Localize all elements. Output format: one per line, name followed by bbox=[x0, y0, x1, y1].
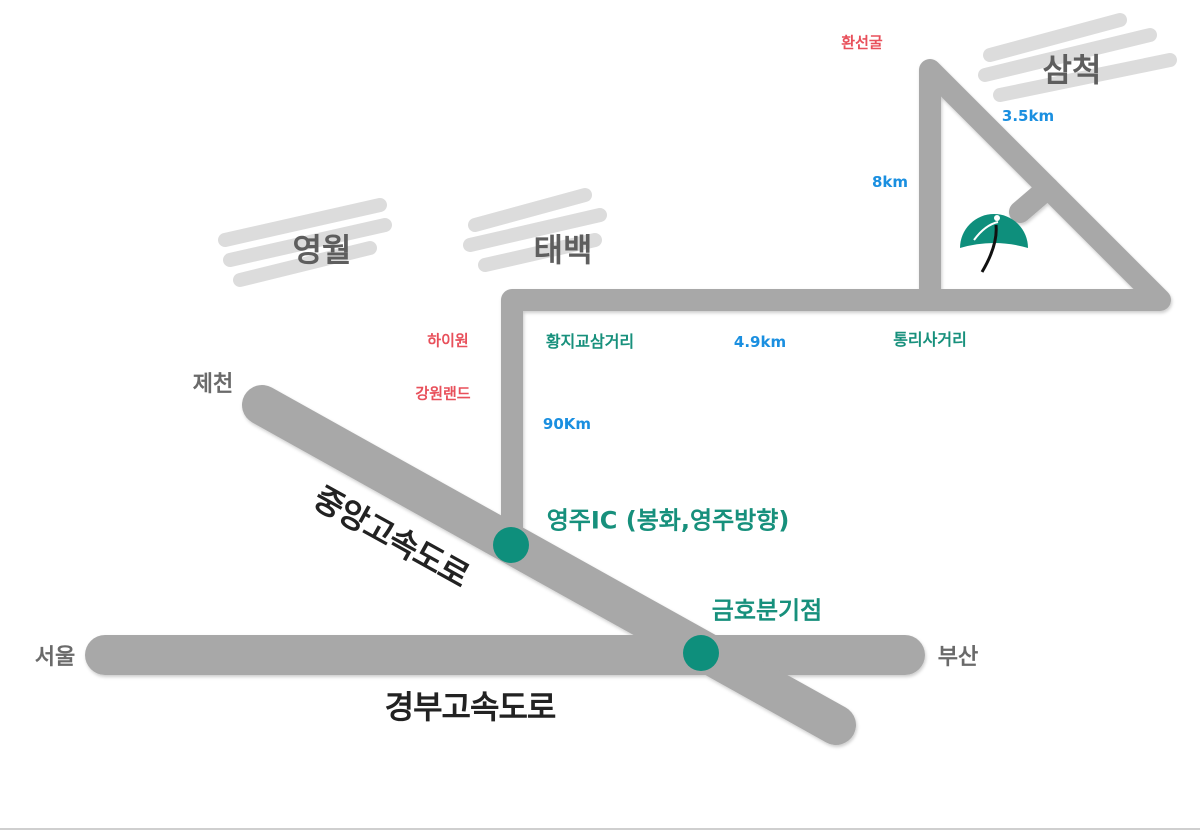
poi-kangwonland: 강원랜드 bbox=[415, 384, 471, 403]
access-spur-road bbox=[1009, 177, 1059, 223]
distance-label: 4.9km bbox=[733, 333, 787, 351]
city-jecheon: 제천 bbox=[192, 372, 234, 397]
city-seoul: 서울 bbox=[34, 645, 76, 670]
poi-high1: 하이원 bbox=[427, 331, 469, 350]
distance-label: 3.5km bbox=[1001, 107, 1055, 125]
distance-label: 8km bbox=[871, 173, 909, 191]
gyeongbu-highway-label: 경부고속도로 bbox=[384, 688, 557, 726]
distance-label: 90Km bbox=[542, 415, 592, 433]
region-yeongwol: 영월 bbox=[292, 231, 352, 269]
tongri-junction-label: 통리사거리 bbox=[893, 330, 967, 349]
geumho-junction-marker bbox=[683, 635, 719, 671]
jungang-highway-road bbox=[242, 385, 856, 745]
poi-hwanseongul: 환선굴 bbox=[841, 33, 883, 52]
city-busan: 부산 bbox=[937, 645, 979, 670]
region-smudges bbox=[218, 13, 1177, 287]
region-samcheok: 삼척 bbox=[1042, 51, 1102, 89]
region-taebaek: 태백 bbox=[533, 231, 593, 269]
destination-logo bbox=[960, 214, 1028, 273]
yeongju-ic-marker bbox=[493, 527, 529, 563]
geumho-junction-label: 금호분기점 bbox=[711, 596, 823, 625]
local-road bbox=[501, 59, 1171, 556]
hwangji-junction-label: 황지교삼거리 bbox=[545, 332, 635, 351]
yeongju-ic-label: 영주IC (봉화,영주방향) bbox=[546, 506, 790, 535]
